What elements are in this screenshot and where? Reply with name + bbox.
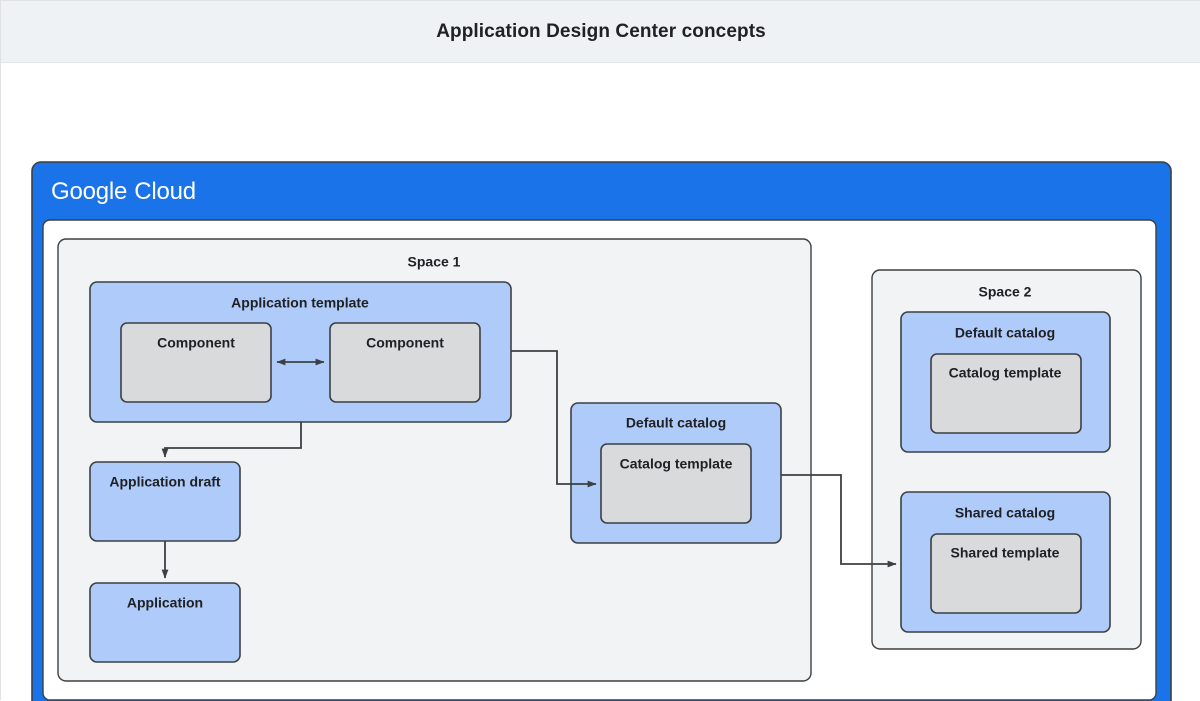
application-label: Application	[127, 595, 203, 611]
google-cloud-logo: Google Cloud	[51, 178, 196, 205]
architecture-diagram: Google Cloud Space 1 Application template…	[31, 161, 1172, 701]
default-catalog-space1-node[interactable]: Default catalog Catalog template	[570, 402, 782, 544]
component-right-box[interactable]	[329, 322, 481, 403]
application-node[interactable]: Application	[89, 582, 241, 663]
component-left-box[interactable]	[120, 322, 272, 403]
application-draft-node[interactable]: Application draft	[89, 461, 241, 542]
connector-default-catalog-to-shared-catalog	[781, 474, 897, 568]
application-box[interactable]	[89, 582, 241, 663]
application-template-label: Application template	[231, 295, 369, 311]
component-right-label: Component	[366, 335, 444, 351]
shared-catalog-space2-label: Shared catalog	[955, 505, 1055, 521]
connector-application-template-to-catalog-template	[511, 350, 597, 488]
default-catalog-space2-node[interactable]: Default catalog Catalog template	[900, 311, 1111, 453]
space-2-label: Space 2	[979, 284, 1032, 300]
catalog-template-space1-box[interactable]	[600, 443, 752, 524]
catalog-template-space1-label: Catalog template	[620, 456, 733, 472]
google-cloud-logo-google: Google	[51, 178, 127, 205]
default-catalog-space1-label: Default catalog	[626, 415, 726, 431]
shared-template-label: Shared template	[951, 545, 1060, 561]
google-cloud-logo-cloud: Cloud	[134, 178, 196, 205]
space-1-label: Space 1	[408, 254, 461, 270]
shared-catalog-space2-node[interactable]: Shared catalog Shared template	[900, 491, 1111, 633]
connector-layer	[161, 350, 897, 579]
title-bar: Application Design Center concepts	[1, 1, 1200, 63]
connector-application-template-to-application-draft	[161, 422, 302, 458]
application-template-node[interactable]: Application template Component Component	[89, 281, 512, 423]
diagram-canvas: Google Cloud Space 1 Application template…	[1, 63, 1200, 701]
shared-template-box[interactable]	[930, 533, 1082, 614]
page-title: Application Design Center concepts	[436, 20, 766, 42]
default-catalog-space2-label: Default catalog	[955, 325, 1055, 341]
component-left-label: Component	[157, 335, 235, 351]
catalog-template-space2-box[interactable]	[930, 353, 1082, 434]
application-draft-label: Application draft	[109, 474, 221, 490]
catalog-template-space2-label: Catalog template	[949, 365, 1062, 381]
